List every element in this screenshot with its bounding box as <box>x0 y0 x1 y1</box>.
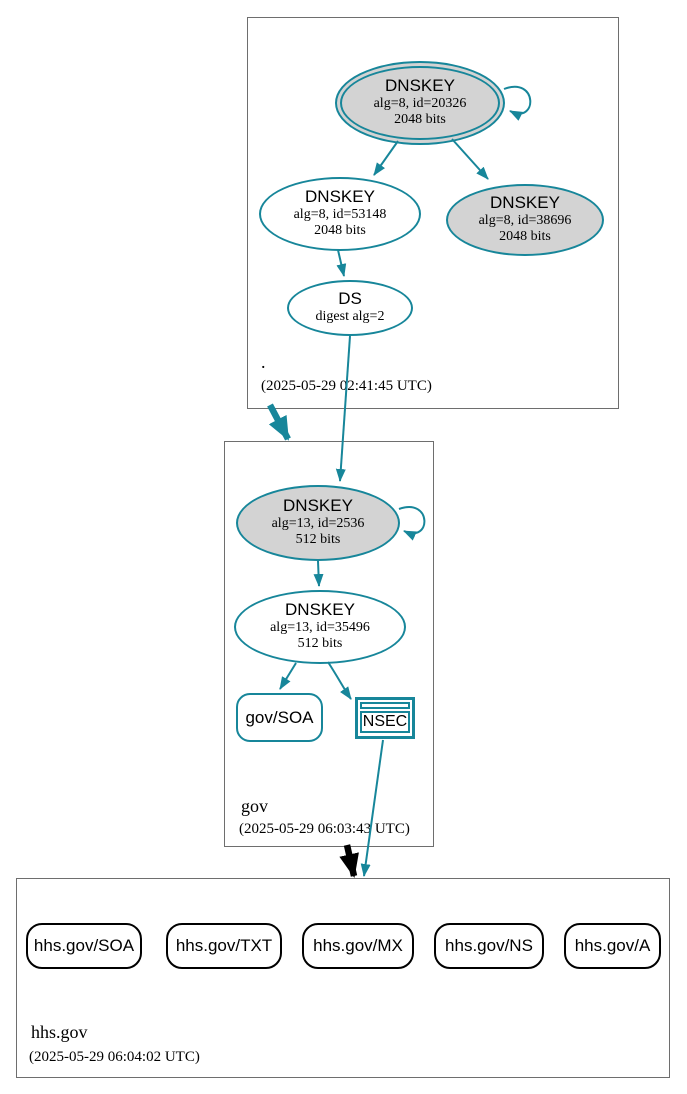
dnskey-title: DNSKEY <box>490 192 560 212</box>
dnskey-alg-id: alg=8, id=53148 <box>293 206 387 222</box>
edge-insecure-delegation-gov-to-hhs <box>339 844 359 878</box>
nsec-label: NSEC <box>360 711 410 733</box>
dnskey-bits: 512 bits <box>297 636 343 652</box>
nsec-header-band <box>360 702 410 709</box>
zone-label-root: . <box>261 352 266 372</box>
rrset-label: hhs.gov/SOA <box>33 936 135 955</box>
rrset-label: hhs.gov/MX <box>313 936 403 955</box>
dnskey-bits: 2048 bits <box>499 229 551 245</box>
dnskey-alg-id: alg=8, id=20326 <box>373 95 467 111</box>
rrset-label: hhs.gov/A <box>574 936 651 955</box>
zone-timestamp-gov: (2025-05-29 06:03:43 UTC) <box>239 821 410 837</box>
rrset-node-hhs-mx[interactable]: hhs.gov/MX <box>302 923 414 969</box>
dnskey-bits: 2048 bits <box>314 223 366 239</box>
rrset-label: hhs.gov/NS <box>445 936 533 955</box>
ds-title: DS <box>338 289 362 309</box>
edge-secure-delegation-root-to-gov <box>267 403 291 441</box>
dnskey-node-root-zsk[interactable]: DNSKEY alg=8, id=53148 2048 bits <box>259 177 421 251</box>
dnskey-title: DNSKEY <box>385 75 455 95</box>
dnskey-alg-id: alg=13, id=2536 <box>271 515 365 531</box>
zone-label-hhs-gov: hhs.gov <box>31 1022 88 1042</box>
rrset-label: hhs.gov/TXT <box>175 936 273 955</box>
dnskey-alg-id: alg=13, id=35496 <box>270 619 370 635</box>
ds-digest: digest alg=2 <box>315 308 385 324</box>
zone-timestamp-root: (2025-05-29 02:41:45 UTC) <box>261 378 432 394</box>
zone-label-gov: gov <box>241 796 268 816</box>
dnskey-bits: 512 bits <box>295 532 341 548</box>
dnskey-title: DNSKEY <box>283 495 353 515</box>
dnskey-bits: 2048 bits <box>394 112 446 128</box>
rrset-node-gov-soa[interactable]: gov/SOA <box>236 693 323 742</box>
dnskey-node-gov-ksk[interactable]: DNSKEY alg=13, id=2536 512 bits <box>236 485 400 561</box>
dnskey-alg-id: alg=8, id=38696 <box>478 212 572 228</box>
dnskey-title: DNSKEY <box>305 186 375 206</box>
rrset-node-hhs-a[interactable]: hhs.gov/A <box>564 923 661 969</box>
rrset-node-hhs-ns[interactable]: hhs.gov/NS <box>434 923 544 969</box>
dnskey-node-root-ksk[interactable]: DNSKEY alg=8, id=20326 2048 bits <box>335 61 505 145</box>
nsec-node[interactable]: NSEC <box>355 697 415 739</box>
dnskey-node-gov-zsk[interactable]: DNSKEY alg=13, id=35496 512 bits <box>234 590 406 664</box>
zone-timestamp-hhs-gov: (2025-05-29 06:04:02 UTC) <box>29 1049 200 1065</box>
rrset-label: gov/SOA <box>245 707 314 727</box>
rrset-node-hhs-txt[interactable]: hhs.gov/TXT <box>166 923 282 969</box>
dnskey-node-root-38696[interactable]: DNSKEY alg=8, id=38696 2048 bits <box>446 184 604 256</box>
zone-box-hhs-gov <box>16 878 670 1078</box>
rrset-node-hhs-soa[interactable]: hhs.gov/SOA <box>26 923 142 969</box>
ds-node-gov[interactable]: DS digest alg=2 <box>287 280 413 336</box>
dnskey-title: DNSKEY <box>285 599 355 619</box>
